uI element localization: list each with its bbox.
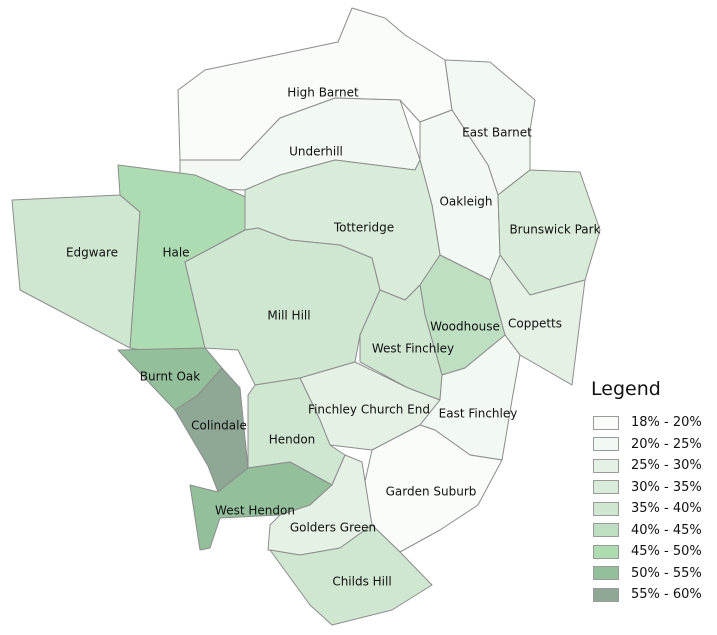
ward-label-hendon: Hendon [269, 433, 316, 447]
ward-mill-hill[interactable] [184, 227, 381, 386]
legend-swatch [593, 437, 619, 452]
legend-swatch [593, 587, 619, 602]
ward-label-finchley-church-end: Finchley Church End [308, 403, 430, 417]
ward-label-burnt-oak: Burnt Oak [140, 370, 200, 384]
legend-label: 50% - 55% [631, 565, 702, 581]
ward-label-colindale: Colindale [191, 419, 247, 433]
legend-swatch [593, 544, 619, 559]
legend-item: 20% - 25% [588, 434, 716, 456]
ward-edgware[interactable] [11, 194, 141, 349]
ward-label-totteridge: Totteridge [333, 221, 394, 235]
ward-label-west-finchley: West Finchley [372, 342, 454, 356]
legend-label: 25% - 30% [631, 458, 702, 474]
legend-item: 40% - 45% [588, 520, 716, 542]
legend-swatch [593, 415, 619, 430]
legend-item: 18% - 20% [588, 412, 716, 434]
legend-label: 40% - 45% [631, 522, 702, 538]
legend-swatch [593, 523, 619, 538]
ward-label-garden-suburb: Garden Suburb [386, 485, 477, 499]
legend-label: 35% - 40% [631, 501, 702, 517]
ward-label-high-barnet: High Barnet [287, 86, 359, 100]
ward-label-oakleigh: Oakleigh [439, 195, 492, 209]
legend-swatch [593, 566, 619, 581]
ward-label-woodhouse: Woodhouse [430, 320, 500, 334]
ward-label-coppetts: Coppetts [508, 317, 562, 331]
ward-label-childs-hill: Childs Hill [332, 575, 391, 589]
ward-childs-hill[interactable] [269, 524, 433, 626]
ward-label-east-finchley: East Finchley [439, 407, 518, 421]
legend-item: 50% - 55% [588, 563, 716, 585]
legend-item: 45% - 50% [588, 541, 716, 563]
legend-item: 30% - 35% [588, 477, 716, 499]
legend-label: 20% - 25% [631, 436, 702, 452]
ward-label-underhill: Underhill [289, 145, 343, 159]
legend-label: 55% - 60% [631, 587, 702, 603]
legend-title: Legend [591, 378, 661, 400]
ward-label-mill-hill: Mill Hill [267, 309, 310, 323]
ward-label-edgware: Edgware [66, 246, 118, 260]
ward-label-hale: Hale [162, 246, 189, 260]
legend-swatch [593, 501, 619, 516]
legend-rows: 18% - 20% 20% - 25% 25% - 30% 30% - 35% 35% … [588, 412, 716, 606]
legend-item: 25% - 30% [588, 455, 716, 477]
ward-label-golders-green: Golders Green [290, 521, 376, 535]
legend-label: 30% - 35% [631, 479, 702, 495]
legend-label: 18% - 20% [631, 415, 702, 431]
legend-item: 55% - 60% [588, 584, 716, 606]
legend-item: 35% - 40% [588, 498, 716, 520]
legend-swatch [593, 480, 619, 495]
ward-colindale[interactable] [174, 367, 249, 493]
ward-label-west-hendon: West Hendon [215, 504, 295, 518]
legend-label: 45% - 50% [631, 544, 702, 560]
ward-label-east-barnet: East Barnet [462, 126, 532, 140]
legend: Legend 18% - 20% 20% - 25% 25% - 30% 30% - … [588, 378, 716, 606]
ward-label-brunswick-park: Brunswick Park [509, 223, 600, 237]
legend-swatch [593, 458, 619, 473]
